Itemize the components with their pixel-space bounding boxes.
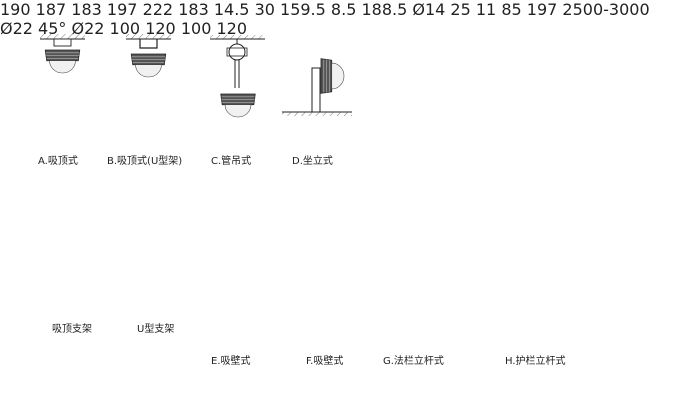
dim-b-h1: 222 [142,0,174,19]
caption-g: G.法栏立杆式 [383,356,444,367]
caption-c: C.管吊式 [211,156,252,167]
fig-c-pipe-hanging [210,35,265,118]
dim-ceil-30: 30 [254,0,275,19]
dim-u-197: 197 [526,0,558,19]
caption-h: H.护栏立杆式 [505,356,566,367]
dim-ceil-188-5: 188.5 [361,0,408,19]
dim-u-11: 11 [475,0,497,19]
dim-u-14: Ø14 [412,0,446,19]
dim-a-h2: 183 [71,0,102,19]
dim-a-width: 190 [0,0,31,19]
caption-f: F.吸壁式 [306,356,344,367]
dim-h-diameter: Ø22 [71,19,105,38]
fig-a-ceiling-mount [40,34,85,74]
dim-g-diameter: Ø22 [0,19,33,38]
dim-g-angle: 45° [38,19,67,38]
dim-b-width: 197 [106,0,138,19]
dim-flange-120b: 120 [216,19,248,38]
dim-ceil-159-5: 159.5 [280,0,326,19]
dim-u-25: 25 [450,0,471,19]
caption-a: A.吸顶式 [38,156,78,167]
caption-d: D.坐立式 [292,156,333,167]
dim-flange-120a: 120 [145,19,176,38]
dim-flange-100b: 100 [180,19,212,38]
dim-b-h2: 183 [178,0,209,19]
caption-ceiling-bracket: 吸顶支架 [52,324,92,335]
dim-pole-height: 2500-3000 [562,0,650,19]
dim-u-85: 85 [501,0,522,19]
dim-a-h1: 187 [35,0,67,19]
caption-b: B.吸顶式(U型架) [107,156,183,167]
caption-u-bracket: U型支架 [137,324,175,335]
caption-e: E.吸壁式 [211,356,251,367]
fig-b-ceiling-u-bracket [126,34,171,78]
fig-d-seat-mount [282,58,352,116]
dim-flange-100a: 100 [109,19,141,38]
dim-ceil-8-5: 8.5 [330,0,357,19]
dim-ceil-14-5: 14.5 [213,0,250,19]
